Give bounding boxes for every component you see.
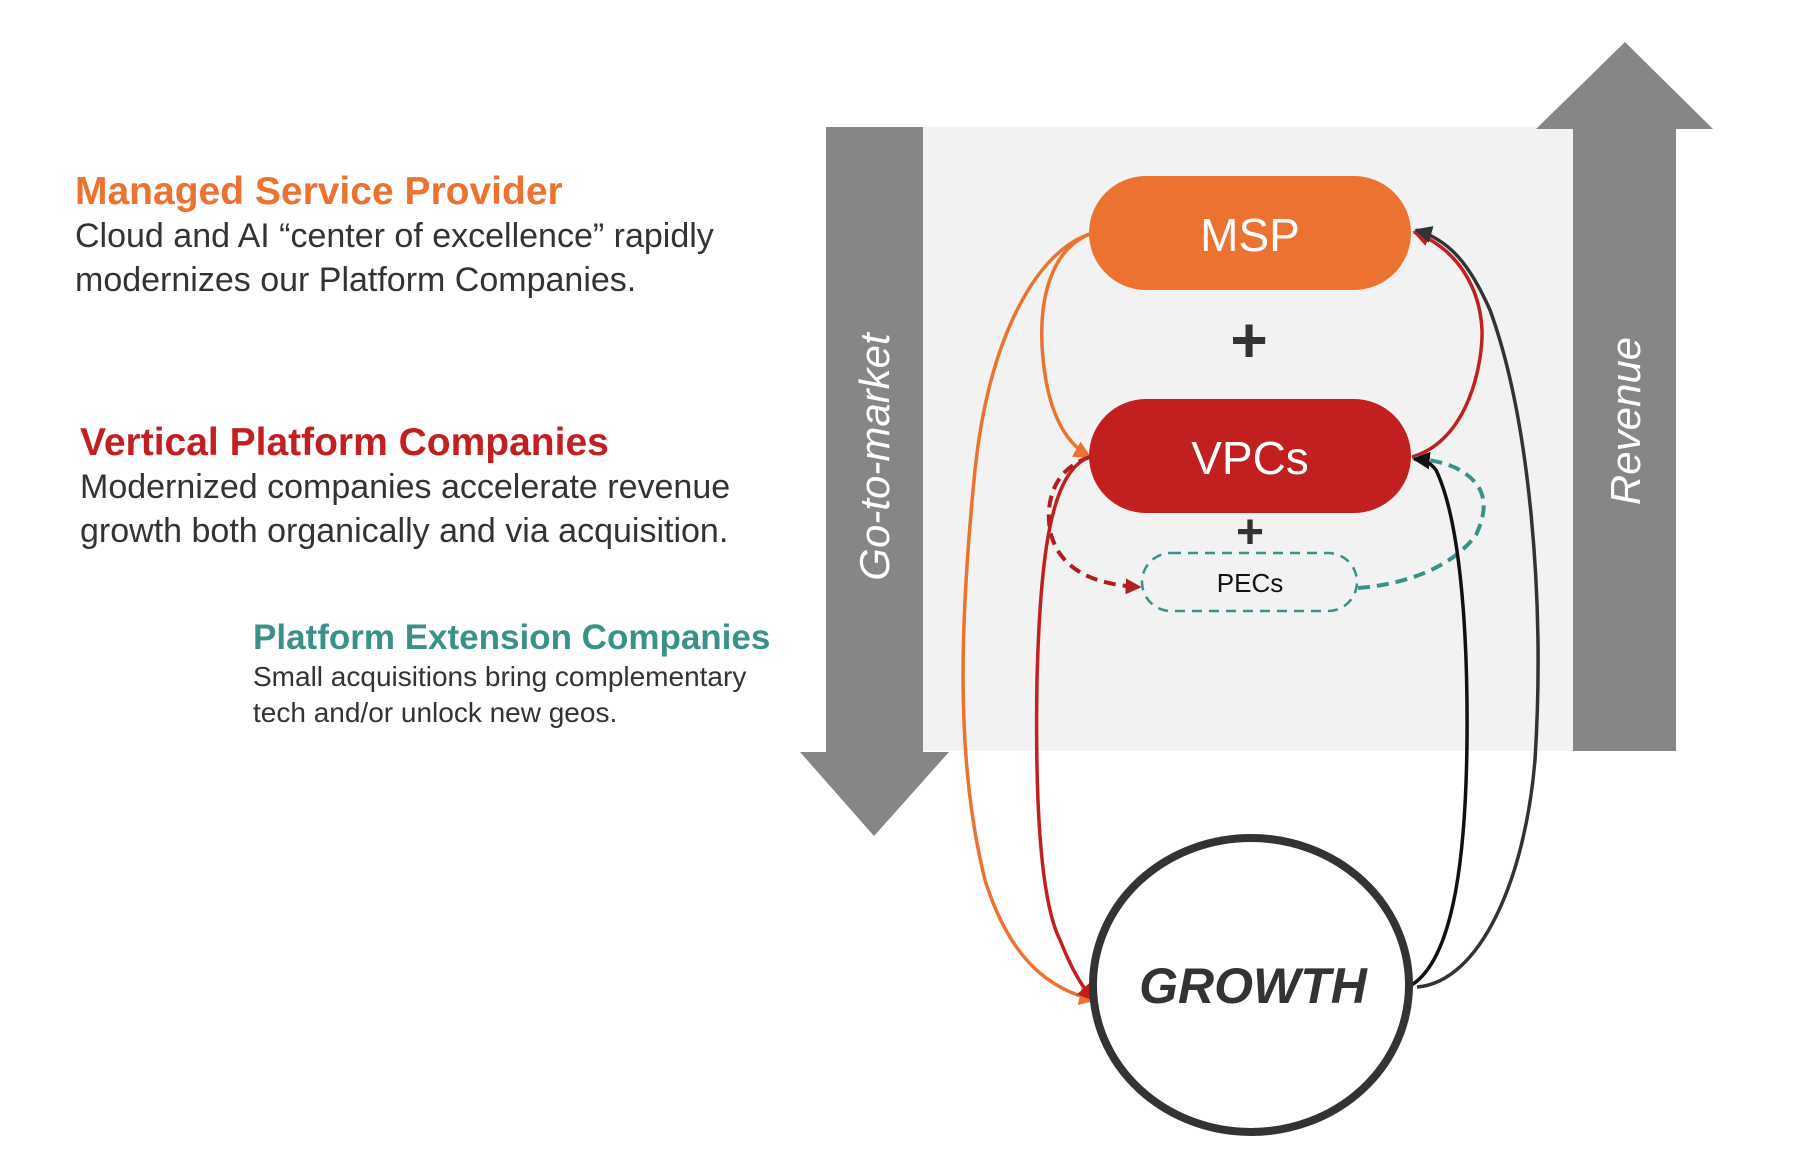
node-msp: MSP bbox=[1089, 176, 1411, 290]
legend-pec-desc-line-1: Small acquisitions bring complementary bbox=[253, 661, 747, 692]
node-pecs: PECs bbox=[1140, 551, 1359, 613]
legend-pec-title: Platform Extension Companies bbox=[253, 618, 771, 657]
edge-vpcs-to-pecs bbox=[1046, 455, 1142, 595]
edge-vpcs-to-msp bbox=[1411, 229, 1484, 459]
edge-pecs-to-vpcs bbox=[1357, 451, 1486, 590]
node-vpcs-label: VPCs bbox=[1191, 432, 1309, 484]
legend-msp-desc-line-2: modernizes our Platform Companies. bbox=[75, 261, 637, 299]
legend-pec: Platform Extension Companies Small acqui… bbox=[253, 617, 770, 731]
revenue-arrow-shaft bbox=[1573, 129, 1676, 751]
plus-icon: + bbox=[1236, 506, 1264, 559]
legend-vpc-title: Vertical Platform Companies bbox=[80, 421, 609, 464]
node-growth: GROWTH bbox=[1089, 834, 1413, 1136]
node-growth-label: GROWTH bbox=[1139, 958, 1368, 1014]
plus-icon: + bbox=[1230, 304, 1267, 376]
edge-msp-to-vpcs bbox=[1040, 232, 1092, 459]
go-to-market-arrow-head bbox=[800, 752, 949, 836]
node-growth-circle bbox=[1089, 834, 1413, 1136]
node-pecs-pill bbox=[1140, 551, 1359, 613]
revenue-label: Revenue bbox=[1602, 337, 1649, 505]
edge-growth-to-vpcs bbox=[1409, 451, 1469, 988]
edge-growth-to-msp bbox=[1414, 226, 1540, 989]
legend-pec-desc-line-2: tech and/or unlock new geos. bbox=[253, 697, 618, 728]
go-to-market-label: Go-to-market bbox=[851, 331, 898, 581]
legend-vpc-desc-line-1: Modernized companies accelerate revenue bbox=[80, 468, 731, 506]
node-msp-label: MSP bbox=[1200, 209, 1300, 261]
edge-msp-to-growth bbox=[961, 232, 1097, 1006]
revenue-arrow: Revenue bbox=[1536, 42, 1713, 751]
node-vpcs: VPCs bbox=[1089, 399, 1411, 513]
go-to-market-arrow-shaft bbox=[826, 127, 923, 752]
legend-vpc: Vertical Platform Companies Modernized c… bbox=[80, 421, 730, 553]
legend-msp-desc-line-1: Cloud and AI “center of excellence” rapi… bbox=[75, 217, 714, 255]
node-pecs-label: PECs bbox=[1217, 568, 1283, 598]
legend-msp-title: Managed Service Provider bbox=[75, 170, 563, 213]
node-msp-pill bbox=[1089, 176, 1411, 290]
go-to-market-arrow: Go-to-market bbox=[800, 127, 949, 836]
legend-msp: Managed Service Provider Cloud and AI “c… bbox=[75, 170, 714, 302]
revenue-arrow-head bbox=[1536, 42, 1713, 129]
node-vpcs-pill bbox=[1089, 399, 1411, 513]
legend-vpc-desc-line-2: growth both organically and via acquisit… bbox=[80, 512, 729, 550]
edge-vpcs-to-growth bbox=[1034, 455, 1096, 1002]
